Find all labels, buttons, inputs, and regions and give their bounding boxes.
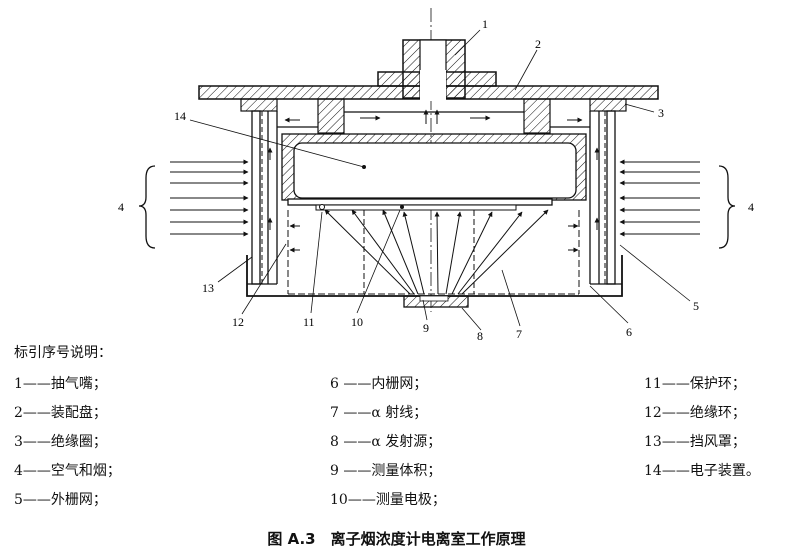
ionization-chamber-diagram: 1 2 3 14 4 4 13 5 12 11 10 9 8 7 6 [118, 8, 754, 340]
legend-item-8: 8 ——α 发射源； [330, 434, 442, 450]
assembly-plate [198, 84, 659, 101]
measuring-volume [363, 210, 475, 294]
measuring-electrode [287, 198, 553, 206]
label-10: 10 [351, 315, 363, 329]
legend-item-5: 5——外栅网； [14, 492, 107, 508]
legend-title: 标引序号说明： [14, 345, 112, 361]
inner-support-right [523, 98, 551, 134]
suction-nozzle [377, 39, 497, 99]
label-5: 5 [693, 299, 699, 313]
insulating-ring-right [589, 98, 627, 112]
label-4-left: 4 [118, 200, 124, 214]
inner-support-left [317, 98, 345, 134]
alpha-rays [324, 209, 549, 295]
label-13: 13 [202, 281, 214, 295]
legend-item-7: 7 ——α 射线； [330, 405, 428, 421]
inner-grid [287, 210, 580, 295]
electronics-device [293, 142, 577, 199]
legend-column-3: 11——保护环； 12——绝缘环； 13——挡风罩； 14——电子装置。 [644, 370, 760, 486]
legend-item-6: 6 ——内栅网； [330, 376, 428, 392]
label-1: 1 [482, 17, 488, 31]
air-smoke-arrows-left [170, 159, 249, 237]
legend-column-1: 1——抽气嘴； 2——装配盘； 3——绝缘圈； 4——空气和烟； 5——外栅网； [14, 370, 121, 515]
legend-item-1: 1——抽气嘴； [14, 376, 107, 392]
label-4-right: 4 [748, 200, 754, 214]
guard-ring [315, 204, 517, 211]
figure-caption: 图 A.3 离子烟浓度计电离室工作原理 [267, 530, 526, 548]
legend-item-10: 10——测量电极； [330, 492, 446, 508]
label-2: 2 [535, 37, 541, 51]
brace-left [138, 165, 156, 249]
legend-item-2: 2——装配盘； [14, 405, 107, 421]
brace-right [718, 165, 736, 249]
legend-item-14: 14——电子装置。 [644, 463, 760, 479]
outer-housing [246, 255, 623, 297]
legend-item-3: 3——绝缘圈； [14, 434, 107, 450]
legend-item-9: 9 ——测量体积； [330, 463, 442, 479]
inner-flow-arrows [267, 109, 600, 253]
label-6: 6 [626, 325, 632, 339]
legend-column-2: 6 ——内栅网； 7 ——α 射线； 8 ——α 发射源； 9 ——测量体积； … [330, 370, 446, 515]
label-14: 14 [174, 109, 186, 123]
label-9: 9 [423, 321, 429, 335]
air-smoke-arrows-right [619, 159, 700, 237]
legend-item-4: 4——空气和烟； [14, 463, 121, 479]
legend-item-13: 13——挡风罩； [644, 434, 746, 450]
legend-item-11: 11——保护环； [644, 376, 746, 392]
insulating-ring-left [240, 98, 278, 112]
label-7: 7 [516, 327, 522, 340]
legend-item-12: 12——绝缘环； [644, 405, 746, 421]
label-11: 11 [303, 315, 315, 329]
label-12: 12 [232, 315, 244, 329]
label-8: 8 [477, 329, 483, 340]
label-3: 3 [658, 106, 664, 120]
